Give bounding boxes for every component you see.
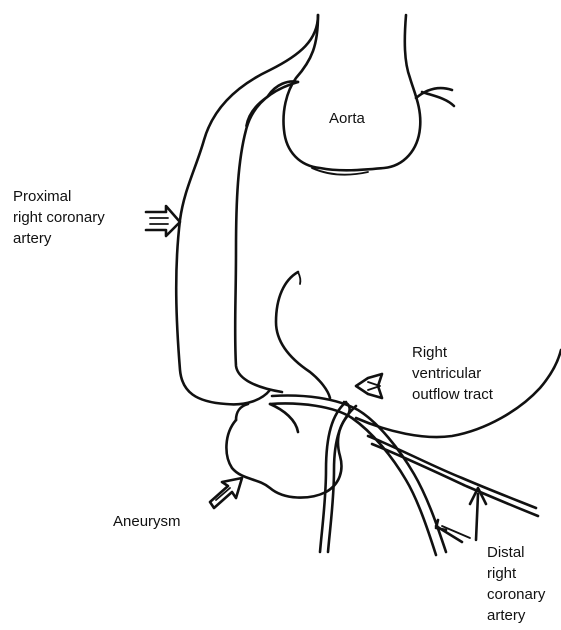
rvot-arrow [356, 374, 382, 398]
distal-rca-label: Distal right coronary artery [487, 542, 545, 626]
proximal-rca-label: Proximal right coronary artery [13, 186, 105, 249]
aorta-label: Aorta [329, 108, 365, 129]
aorta-outline [268, 15, 454, 175]
aneurysm-label: Aneurysm [113, 511, 181, 532]
proximal-rca-arrow [146, 206, 180, 236]
distal-rca-arrows [436, 488, 486, 542]
proximal-rca-vessel [176, 15, 318, 404]
aneurysm-sac [226, 402, 349, 498]
rvot-label: Right ventricular outflow tract [412, 342, 493, 405]
aneurysm-arrow [210, 478, 242, 508]
